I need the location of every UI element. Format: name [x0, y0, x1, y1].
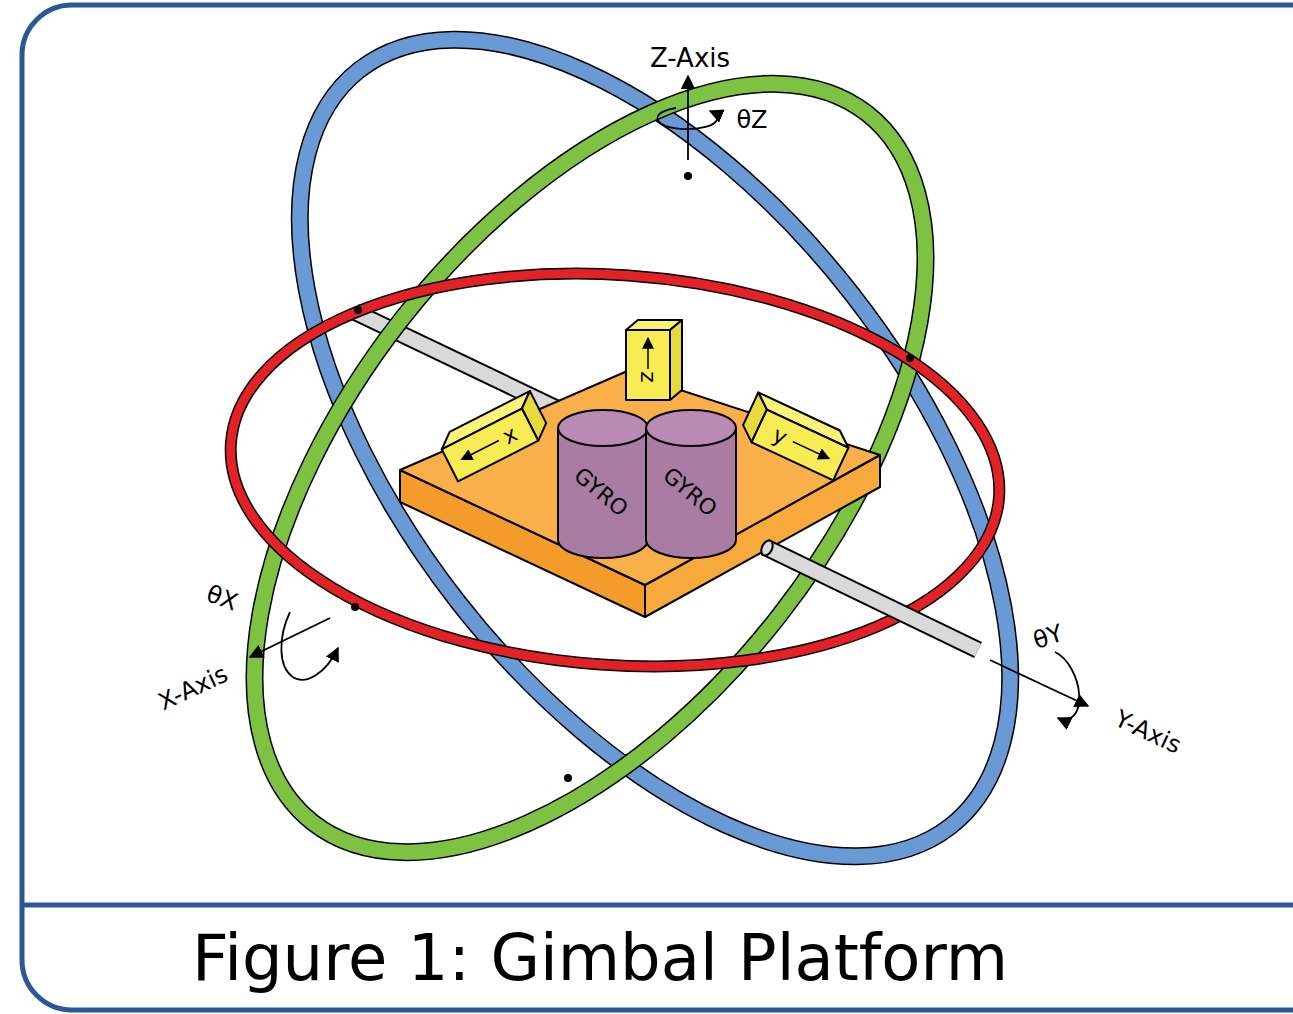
z-sensor-label: z: [636, 369, 661, 385]
node-text: z: [636, 371, 661, 383]
pivot-dot: [351, 172, 914, 782]
platform: [400, 372, 880, 617]
y-sensor-box: [738, 392, 853, 480]
axis-name: X-Axis: [154, 660, 232, 716]
blue-ring: [162, 0, 1147, 980]
gyro-cylinder: [646, 410, 736, 558]
frame: [22, 5, 1293, 1010]
z-sensor-box: [626, 320, 682, 400]
rotation-symbol: θY: [1030, 619, 1067, 655]
divider: [22, 903, 1293, 908]
axis-arrow: [250, 76, 1088, 720]
rotation-symbol: θZ: [736, 106, 767, 134]
red-ring: [217, 249, 1012, 692]
rotation-symbol: θX: [203, 580, 242, 617]
axis-name: Z-Axis: [650, 43, 730, 73]
gyro-cylinder: [558, 410, 648, 558]
x-sensor-box: [436, 391, 551, 481]
axis-rod: [759, 539, 978, 650]
figure-caption: Figure 1: Gimbal Platform: [192, 921, 1008, 995]
axis-name: Y-Axis: [1110, 705, 1185, 760]
green-ring: [124, 0, 1056, 970]
